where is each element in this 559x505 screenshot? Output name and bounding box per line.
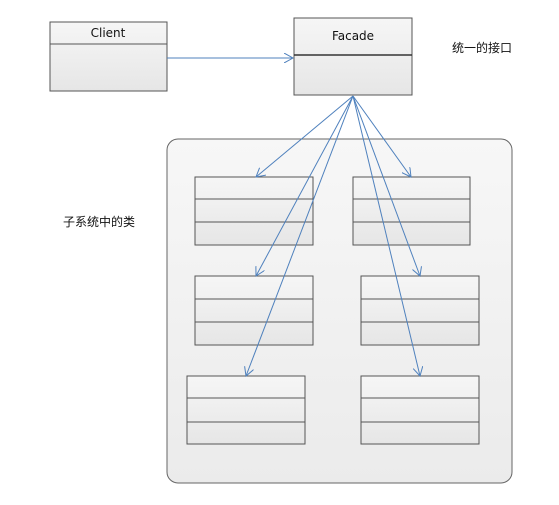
facade-class: Facade bbox=[293, 17, 413, 96]
facade-to-class-5-arrow bbox=[246, 95, 354, 376]
subsystem-class-2 bbox=[352, 176, 471, 246]
facade-class-name: Facade bbox=[332, 29, 374, 43]
subsystem-note: 子系统中的类 bbox=[63, 214, 135, 229]
subsystem-class-3 bbox=[194, 275, 314, 346]
client-class: Client bbox=[49, 21, 168, 92]
facade-to-class-1-arrow bbox=[256, 95, 354, 177]
facade-to-class-2-arrow bbox=[352, 95, 411, 177]
subsystem-class-4 bbox=[360, 275, 480, 346]
facade-to-class-4-arrow bbox=[352, 95, 420, 276]
facade-to-class-3-arrow bbox=[256, 95, 354, 276]
client-class-name: Client bbox=[91, 26, 126, 40]
facade-to-class-6-arrow bbox=[352, 95, 420, 376]
subsystem-class-6 bbox=[360, 375, 480, 445]
subsystem-class-5 bbox=[186, 375, 306, 445]
interface-note: 统一的接口 bbox=[452, 40, 512, 55]
subsystem-class-1 bbox=[194, 176, 314, 246]
